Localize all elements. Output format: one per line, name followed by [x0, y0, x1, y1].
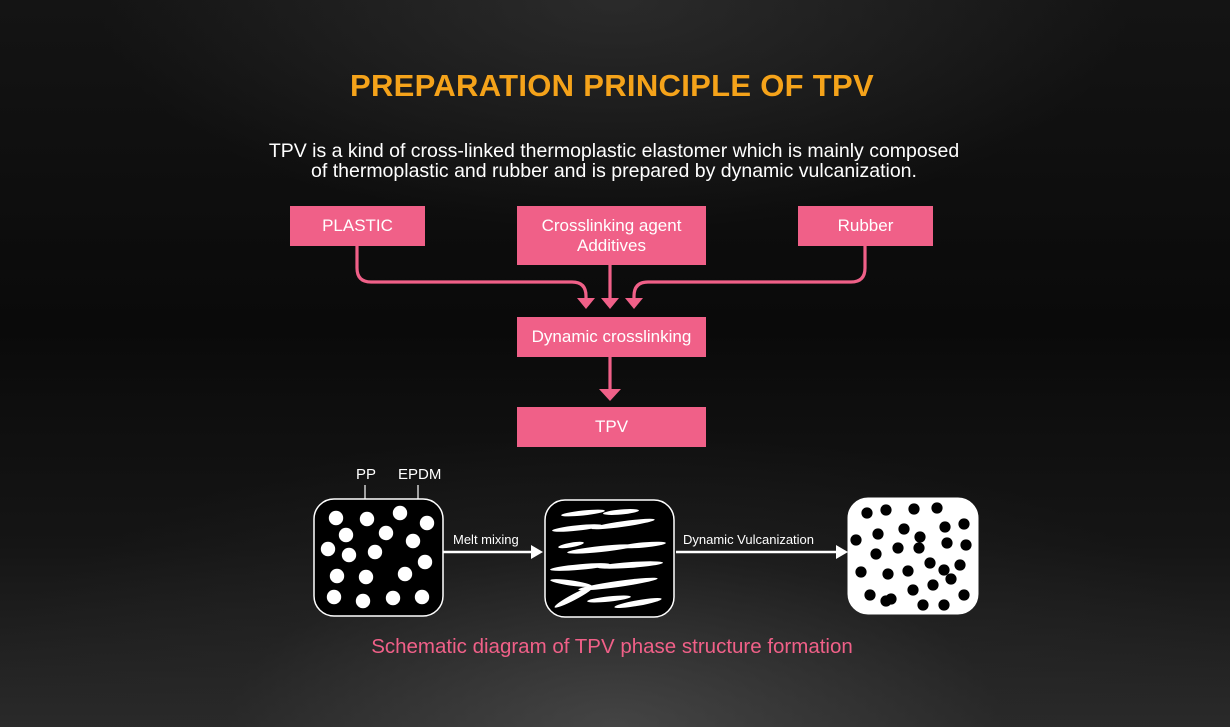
intro-text: TPV is a kind of cross-linked thermoplas… [200, 141, 1028, 181]
rubber-streak [550, 563, 610, 571]
melt-mixing-label: Melt mixing [453, 532, 519, 547]
rubber-streak [561, 509, 605, 517]
melt-mixing-arrowhead [531, 545, 543, 559]
tpv-label: TPV [594, 417, 629, 436]
rubber-particle [850, 534, 862, 546]
rubber-particle [855, 566, 867, 578]
rubber-streak [578, 577, 658, 591]
rubber-particle [913, 542, 925, 554]
rubber-particle [872, 528, 884, 540]
rubber-particle [917, 599, 929, 611]
rubber-particle [914, 531, 926, 543]
epdm-particle [405, 533, 421, 549]
elongated-rubber-phase [550, 509, 666, 608]
rubber-box: Rubber [798, 206, 933, 246]
rubber-streak [554, 586, 594, 608]
rubber-streak [567, 544, 635, 554]
vulcanization-arrowhead [836, 545, 848, 559]
flow-arrowheads [577, 298, 643, 401]
rubber-particle [939, 521, 951, 533]
rubber-particle [898, 523, 910, 535]
epdm-particle [359, 511, 375, 527]
rubber-particle [938, 599, 950, 611]
epdm-particle [341, 547, 357, 563]
schematic-caption: Schematic diagram of TPV phase structure… [371, 635, 853, 658]
additives-label: Additives [577, 235, 646, 255]
rubber-particle [924, 557, 936, 569]
rubber-streak [597, 561, 663, 569]
rubber-particle [938, 564, 950, 576]
epdm-particle [417, 554, 433, 570]
rubber-streak [603, 509, 639, 515]
connector-plastic [355, 246, 588, 300]
dynamic-vulcanization-label: Dynamic Vulcanization [683, 532, 815, 547]
rubber-streak [558, 541, 584, 549]
connector-rubber [632, 246, 867, 300]
epdm-particle [326, 589, 342, 605]
rubber-particle [882, 568, 894, 580]
epdm-particle [414, 589, 430, 605]
epdm-particle [328, 510, 344, 526]
rubber-streak [591, 518, 655, 530]
arrowhead-plastic [577, 298, 595, 309]
rubber-particle [908, 503, 920, 515]
rubber-particle [945, 573, 957, 585]
plastic-label: PLASTIC [322, 216, 393, 235]
epdm-particle [385, 590, 401, 606]
epdm-particle [419, 515, 435, 531]
page-title: PREPARATION PRINCIPLE OF TPV [350, 68, 874, 103]
epdm-particle [367, 544, 383, 560]
intro-line-1: TPV is a kind of cross-linked thermoplas… [268, 140, 960, 162]
rubber-particle [960, 539, 972, 551]
crosslinking-agent-label: Crosslinking agent [541, 215, 682, 235]
epdm-particle [397, 566, 413, 582]
rubber-particle [958, 518, 970, 530]
rubber-streak [587, 595, 631, 603]
arrowhead-tpv [599, 389, 621, 401]
plastic-box: PLASTIC [290, 206, 425, 246]
rubber-particle [861, 507, 873, 519]
flow-connectors [355, 246, 867, 390]
rubber-particle [927, 579, 939, 591]
epdm-particle [338, 527, 354, 543]
rubber-particle [864, 589, 876, 601]
rubber-streak [614, 598, 662, 608]
rubber-particle [941, 537, 953, 549]
rubber-particle [892, 542, 904, 554]
rubber-particle [931, 502, 943, 514]
intro-line-2: of thermoplastic and rubber and is prepa… [311, 160, 917, 182]
arrowhead-rubber [625, 298, 643, 309]
rubber-particle [902, 565, 914, 577]
epdm-label: EPDM [398, 466, 442, 483]
epdm-particle [320, 541, 336, 557]
epdm-particle [378, 525, 394, 541]
crosslinked-rubber-particles [850, 502, 972, 611]
rubber-streak [550, 579, 592, 587]
dynamic-crosslinking-label: Dynamic crosslinking [531, 327, 692, 346]
pp-label: PP [356, 466, 377, 483]
epdm-particle [355, 593, 371, 609]
rubber-particle [954, 559, 966, 571]
rubber-particle [958, 589, 970, 601]
rubber-streak [552, 524, 602, 532]
epdm-particle [329, 568, 345, 584]
rubber-label: Rubber [837, 216, 894, 235]
tpv-box: TPV [517, 407, 706, 447]
epdm-particle [392, 505, 408, 521]
epdm-particles [320, 505, 435, 609]
rubber-particle [870, 548, 882, 560]
epdm-particle [358, 569, 374, 585]
crosslinking-agent-box: Crosslinking agent Additives [517, 206, 706, 265]
rubber-particle [880, 595, 892, 607]
dynamic-crosslinking-box: Dynamic crosslinking [517, 317, 706, 357]
rubber-particle [907, 584, 919, 596]
rubber-particle [880, 504, 892, 516]
arrowhead-agent [601, 298, 619, 309]
rubber-streak [620, 541, 666, 549]
